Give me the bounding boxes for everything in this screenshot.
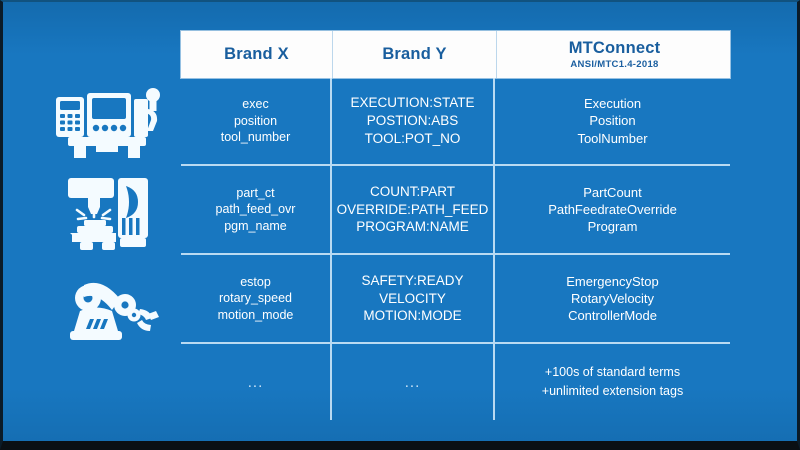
term: TOOL:POT_NO [364, 130, 461, 146]
column-title: MTConnect [568, 38, 661, 57]
table-row: ... ... +100s of standard terms +unlimit… [181, 344, 730, 420]
cell-brand-y: EXECUTION:STATE POSTION:ABS TOOL:POT_NO [332, 78, 495, 164]
term: PartCount [583, 184, 642, 200]
term: PROGRAM:NAME [356, 219, 469, 235]
milling-machine-icon [45, 170, 175, 258]
term: SAFETY:READY [361, 272, 464, 288]
term: PathFeedrateOverride [548, 201, 677, 217]
term: Position [589, 113, 636, 129]
cell-brand-y: ... [332, 344, 495, 420]
cell-brand-x: ... [181, 344, 332, 420]
cell-brand-x: estop rotary_speed motion_mode [181, 255, 332, 342]
cell-brand-x: exec position tool_number [181, 78, 332, 164]
table-row: exec position tool_number EXECUTION:STAT… [181, 78, 730, 166]
extension-tags-note: +unlimited extension tags [541, 384, 684, 398]
robot-arm-icon [45, 262, 175, 350]
column-header-mtconnect: MTConnect ANSI/MTC1.4-2018 [497, 31, 732, 78]
term: RotaryVelocity [570, 290, 655, 306]
ellipsis: ... [247, 373, 264, 391]
column-header-brand-y: Brand Y [333, 31, 497, 78]
term: EmergencyStop [566, 273, 659, 289]
term: POSTION:ABS [366, 113, 459, 129]
term: VELOCITY [379, 290, 446, 306]
cnc-lathe-icon [45, 80, 175, 168]
column-header-brand-x: Brand X [181, 31, 333, 78]
term: exec [242, 97, 269, 112]
term: MOTION:MODE [363, 308, 462, 324]
term: position [233, 113, 278, 128]
term: EXECUTION:STATE [350, 95, 475, 111]
column-title: Brand X [224, 45, 289, 64]
term: Program [587, 219, 638, 235]
term: OVERRIDE:PATH_FEED [336, 201, 489, 217]
cell-mtconnect: Execution Position ToolNumber [495, 78, 730, 164]
cell-brand-y: SAFETY:READY VELOCITY MOTION:MODE [332, 255, 495, 342]
cell-brand-y: COUNT:PART OVERRIDE:PATH_FEED PROGRAM:NA… [332, 166, 495, 253]
term: Execution [583, 96, 642, 112]
term: tool_number [220, 130, 291, 145]
table-row: part_ct path_feed_ovr pgm_name COUNT:PAR… [181, 166, 730, 255]
column-title: Brand Y [382, 45, 447, 64]
ellipsis: ... [404, 373, 421, 391]
term: ToolNumber [577, 130, 648, 146]
term: pgm_name [224, 218, 287, 233]
machine-icon-rail [45, 80, 175, 370]
term: ControllerMode [568, 308, 657, 324]
standard-terms-note: +100s of standard terms [544, 365, 681, 380]
term: path_feed_ovr [215, 202, 296, 217]
term: COUNT:PART [369, 183, 455, 199]
cell-mtconnect: EmergencyStop RotaryVelocity ControllerM… [495, 255, 730, 342]
column-subtitle-standard-version: ANSI/MTC1.4-2018 [570, 59, 659, 71]
table-row: estop rotary_speed motion_mode SAFETY:RE… [181, 255, 730, 344]
cell-brand-x: part_ct path_feed_ovr pgm_name [181, 166, 332, 253]
table-header-row: Brand X Brand Y MTConnect ANSI/MTC1.4-20… [181, 31, 730, 78]
cell-mtconnect: +100s of standard terms +unlimited exten… [495, 344, 730, 420]
term-comparison-table: Brand X Brand Y MTConnect ANSI/MTC1.4-20… [181, 31, 730, 420]
term: estop [240, 274, 271, 289]
term: part_ct [236, 185, 275, 200]
cell-mtconnect: PartCount PathFeedrateOverride Program [495, 166, 730, 253]
table-body: exec position tool_number EXECUTION:STAT… [181, 78, 730, 420]
term: motion_mode [217, 307, 294, 322]
term: rotary_speed [219, 291, 292, 306]
